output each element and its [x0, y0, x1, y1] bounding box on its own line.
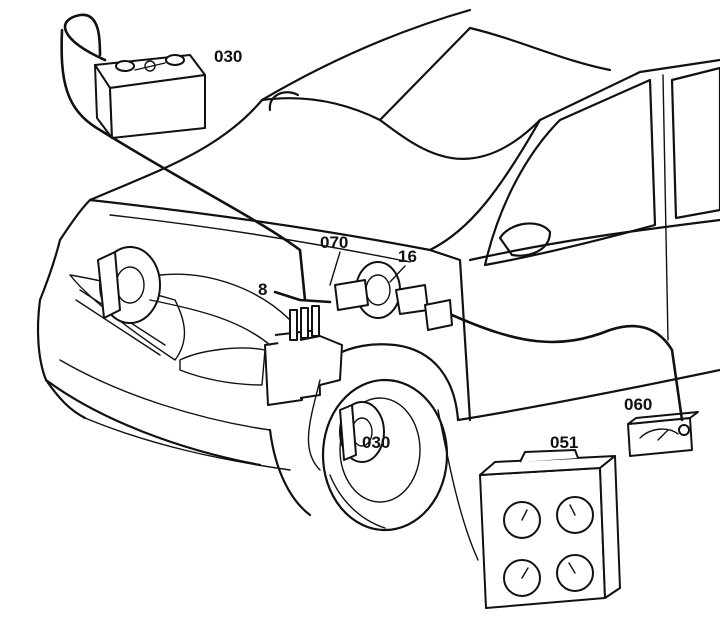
callout-brake-line: 8 [258, 280, 267, 299]
callout-hydraulic-connection: 070 [320, 233, 348, 252]
brake-booster [334, 261, 453, 331]
vehicle-body [36, 8, 720, 517]
battery [94, 54, 206, 139]
pressure-tester [479, 449, 621, 609]
hydraulic-unit [264, 305, 343, 406]
brake-caliper [339, 401, 385, 463]
test-leads [60, 13, 684, 561]
multimeter [627, 411, 699, 457]
callout-brake-booster: 16 [398, 247, 417, 266]
leader-lines [329, 251, 406, 286]
callout-multimeter: 060 [624, 395, 652, 414]
front-wheel [321, 378, 449, 532]
callout-labels: 030 030 070 16 8 060 051 [214, 47, 652, 452]
callout-battery: 030 [214, 47, 242, 66]
callout-pressure-tester: 051 [550, 433, 578, 452]
brake-disc-left [97, 246, 161, 324]
callout-brake-caliper: 030 [362, 433, 390, 452]
